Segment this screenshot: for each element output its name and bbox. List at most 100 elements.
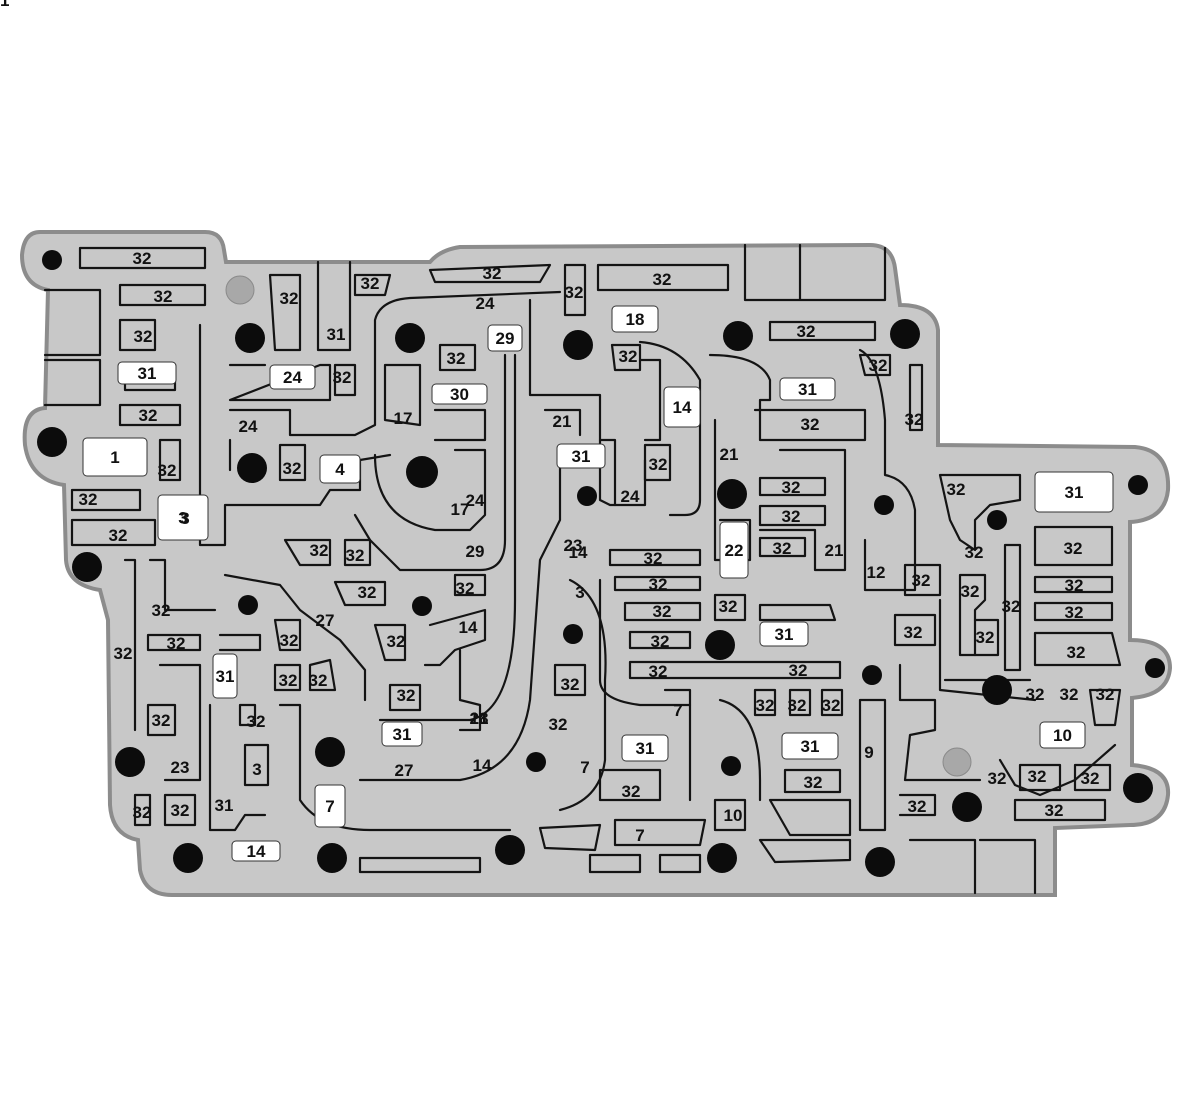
groove: [596, 263, 730, 292]
port-badge-label: 31: [393, 725, 412, 744]
groove: [858, 698, 887, 832]
port-label: 32: [789, 661, 808, 680]
groove: [908, 363, 924, 432]
port-label: 32: [988, 769, 1007, 788]
through-hole: [526, 752, 546, 772]
groove: [118, 283, 207, 307]
port-label: 23: [564, 536, 583, 555]
port-label: 32: [649, 455, 668, 474]
groove: [70, 488, 142, 512]
port-label: 32: [619, 347, 638, 366]
port-badge: [621, 734, 669, 762]
port-label: 32: [109, 526, 128, 545]
groove: [78, 246, 207, 270]
port-label: 32: [387, 632, 406, 651]
port-label: 17: [394, 409, 413, 428]
groove: [358, 856, 482, 874]
through-hole: [721, 756, 741, 776]
groove: [638, 340, 702, 517]
port-label: 32: [1081, 769, 1100, 788]
groove: [283, 538, 332, 567]
through-hole: [705, 630, 735, 660]
port-badge: [781, 732, 839, 760]
port-label: 31: [327, 325, 346, 344]
groove: [273, 663, 302, 692]
groove: [423, 608, 487, 667]
port-label: 32: [283, 459, 302, 478]
through-hole: [225, 275, 255, 305]
groove: [658, 853, 702, 874]
groove: [663, 688, 692, 802]
groove: [598, 358, 662, 507]
through-hole: [942, 747, 972, 777]
port-label: 32: [1028, 767, 1047, 786]
through-hole: [874, 495, 894, 515]
groove: [1018, 763, 1062, 792]
port-label: 7: [635, 826, 644, 845]
groove: [768, 798, 852, 837]
groove: [628, 630, 692, 650]
port-label: 27: [395, 761, 414, 780]
port-badge-label: 18: [626, 310, 645, 329]
port-label: 21: [553, 412, 572, 431]
through-hole: [865, 847, 895, 877]
groove: [358, 458, 562, 782]
port-label: 32: [279, 671, 298, 690]
port-label: 32: [869, 356, 888, 375]
through-hole: [723, 321, 753, 351]
port-label: 32: [565, 283, 584, 302]
groove: [268, 273, 302, 352]
groove: [308, 658, 337, 692]
through-hole: [707, 843, 737, 873]
groove: [713, 798, 747, 832]
groove: [208, 703, 267, 832]
groove: [158, 663, 202, 782]
port-badge-label: 7: [325, 797, 334, 816]
port-badge: [314, 784, 346, 828]
port-label: 32: [280, 289, 299, 308]
port-label: 32: [171, 801, 190, 820]
port-badge-label: 22: [725, 541, 744, 560]
groove: [123, 558, 137, 732]
port-badge: [381, 721, 423, 747]
port-label: 32: [653, 270, 672, 289]
through-hole: [72, 552, 102, 582]
port-label: 24: [621, 487, 640, 506]
groove: [753, 688, 777, 717]
through-hole: [563, 624, 583, 644]
groove: [958, 573, 987, 657]
groove: [538, 823, 602, 852]
port-badge: [212, 653, 238, 699]
groove: [1073, 763, 1112, 792]
through-hole: [115, 747, 145, 777]
port-label: 32: [456, 579, 475, 598]
groove: [243, 743, 270, 787]
port-label: 32: [788, 696, 807, 715]
port-label: 32: [549, 715, 568, 734]
groove: [973, 618, 1000, 657]
groove: [903, 563, 942, 597]
groove: [783, 768, 842, 794]
through-hole: [717, 479, 747, 509]
through-hole: [1145, 658, 1165, 678]
port-label: 14: [473, 756, 492, 775]
port-badge-label: 30: [450, 385, 469, 404]
groove: [758, 448, 847, 572]
port-label: 32: [79, 490, 98, 509]
groove: [610, 343, 642, 372]
port-label: 32: [961, 582, 980, 601]
port-badge: [157, 494, 209, 541]
groove: [588, 853, 642, 874]
port-label: 32: [782, 507, 801, 526]
port-label: 32: [152, 601, 171, 620]
port-badge: [1034, 471, 1114, 513]
port-label: 32: [1045, 801, 1064, 820]
port-badge: [117, 361, 177, 385]
groove: [758, 476, 827, 497]
port-label: 32: [114, 644, 133, 663]
groove: [768, 320, 877, 342]
groove: [743, 243, 887, 302]
groove: [553, 663, 587, 697]
